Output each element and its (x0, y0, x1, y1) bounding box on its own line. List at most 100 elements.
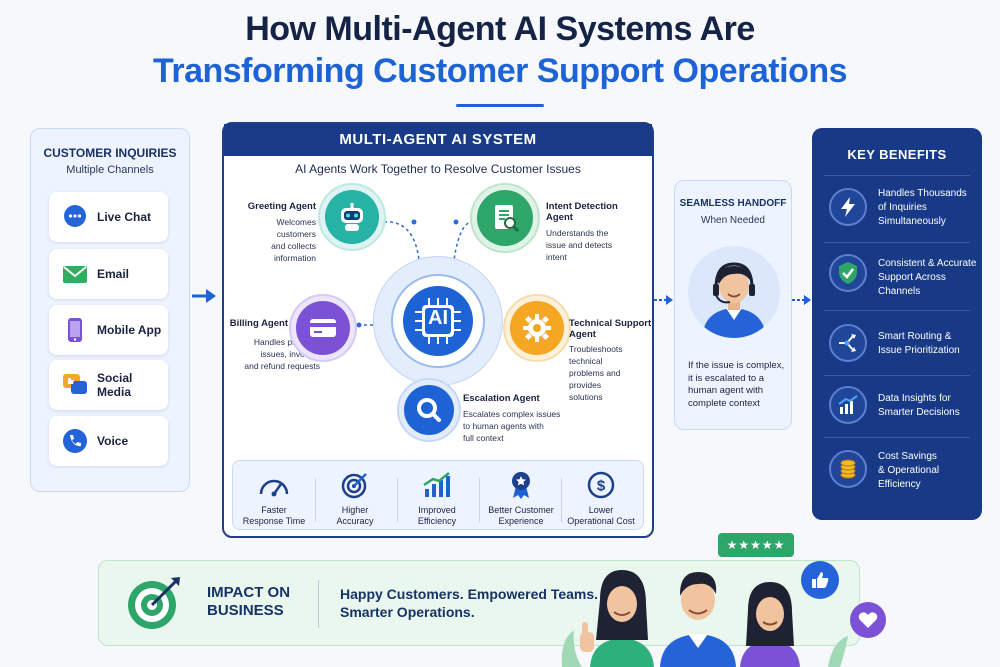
benefit-line: Cost Savings (878, 451, 937, 462)
benefits-divider (824, 310, 970, 311)
metric-label-2: Response Time (242, 516, 306, 526)
target-arrow-icon (124, 573, 184, 633)
svg-text:$: $ (597, 478, 606, 495)
metric-label-2: Efficiency (417, 516, 457, 526)
gear-icon (510, 301, 564, 355)
system-header-bar (224, 124, 652, 156)
chat-icon (61, 203, 89, 231)
core-label: AI (428, 307, 448, 329)
ai-chip-icon (403, 286, 473, 356)
title-underline (456, 104, 544, 107)
agent-name-1: Technical Support (569, 318, 652, 329)
handoff-desc-2: it is escalated to a (688, 372, 765, 384)
handoff-desc-4: complete context (688, 397, 760, 409)
metric-label-1: Improved (418, 505, 456, 515)
agent-desc-1: Troubleshoots technical (569, 344, 623, 366)
billing-agent-name-wrap: Billing Agent (226, 318, 288, 329)
metric-faster-response: Faster Response Time (234, 470, 314, 527)
agent-name: Intent Detection Agent (546, 201, 618, 223)
metric-label-1: Lower (588, 505, 614, 515)
metric-label-2: Accuracy (336, 516, 374, 526)
thumbs-up-icon (801, 561, 839, 599)
metric-label-1: Faster (261, 505, 287, 515)
human-agent-avatar (688, 246, 780, 338)
routing-icon (829, 324, 867, 362)
agent-desc-2: and collects (271, 241, 316, 251)
channel-email: Email (49, 249, 168, 299)
impact-title-line: BUSINESS (207, 602, 284, 619)
benefits-divider (824, 437, 970, 438)
benefit-item-1: Handles Thousands of Inquiries Simultane… (878, 187, 978, 229)
benefit-line: & Operational (878, 465, 940, 476)
benefit-line: Smart Routing & (878, 331, 952, 342)
dashed-arrow-icon (654, 295, 673, 305)
target-icon (315, 470, 395, 500)
document-search-icon (477, 190, 533, 246)
five-star-rating: ★★★★★ (718, 533, 794, 557)
dashed-arrow-icon (792, 295, 811, 305)
title-line-1: How Multi-Agent AI Systems Are (245, 10, 755, 48)
intent-agent-badge (470, 183, 540, 253)
metric-divider (397, 478, 398, 522)
impact-text: Happy Customers. Empowered Teams. Smarte… (340, 585, 600, 621)
channel-label: Email (97, 267, 130, 281)
benefit-line: Efficiency (878, 479, 921, 490)
inquiries-title: CUSTOMER INQUIRIES (43, 146, 177, 160)
metric-divider (561, 478, 562, 522)
benefit-item-4: Data Insights for Smarter Decisions (878, 392, 978, 420)
agent-desc-2: problems and provides (569, 368, 621, 390)
agent-desc-3: full context (463, 433, 504, 443)
billing-agent-text: Handles payment issues, invoices and ref… (226, 336, 320, 372)
system-title: MULTI-AGENT AI SYSTEM (339, 131, 537, 148)
benefit-line: Data Insights for (878, 393, 951, 404)
handoff-description: If the issue is complex, it is escalated… (688, 360, 788, 410)
metric-improved-efficiency: Improved Efficiency (397, 470, 477, 527)
bar-chart-icon (829, 386, 867, 424)
impact-divider (318, 580, 319, 628)
channel-label: Mobile App (97, 323, 162, 337)
heart-icon (850, 602, 886, 638)
metric-label-1: Higher (341, 505, 369, 515)
handoff-title: SEAMLESS HANDOFF (679, 198, 787, 209)
robot-icon (325, 190, 379, 244)
benefit-item-3: Smart Routing & Issue Prioritization (878, 330, 978, 358)
metric-divider (315, 478, 316, 522)
greeting-agent-text: Greeting Agent Welcomes customers and co… (244, 201, 316, 264)
metric-label-1: Better Customer (488, 505, 554, 515)
channel-social-media: Social Media (49, 360, 168, 410)
greeting-agent-badge (318, 183, 386, 251)
agent-name: Greeting Agent (247, 201, 316, 212)
email-icon (61, 260, 89, 288)
channel-label: Live Chat (97, 210, 152, 224)
coins-icon (829, 450, 867, 488)
agent-desc-1: Handles payment (253, 337, 320, 347)
metric-divider (479, 478, 480, 522)
metric-label-2: Experience (498, 516, 544, 526)
benefit-item-5: Cost Savings & Operational Efficiency (878, 450, 978, 492)
benefit-line: Channels (878, 286, 921, 297)
escalation-agent-text: Escalation Agent Escalates complex issue… (463, 393, 563, 444)
inquiries-subtitle: Multiple Channels (66, 164, 154, 176)
happy-team-illustration (561, 570, 848, 667)
metric-better-experience: Better Customer Experience (481, 470, 561, 527)
benefits-divider (824, 175, 970, 176)
agent-desc-3: solutions (569, 392, 603, 402)
impact-text-line: Smarter Operations. (340, 604, 475, 620)
escalation-agent-badge (397, 378, 461, 442)
shield-check-icon (829, 254, 867, 292)
benefit-line: Simultaneously (878, 216, 946, 227)
benefit-line: Handles Thousands (878, 188, 967, 199)
benefit-line: of Inquiries (878, 202, 927, 213)
social-icon (61, 371, 89, 399)
agent-desc-1: Welcomes customers (276, 217, 316, 239)
benefit-line: Consistent & Accurate (878, 258, 977, 269)
award-icon (481, 470, 561, 500)
technical-agent-badge (503, 294, 571, 362)
agent-desc-1: Escalates complex issues (463, 409, 561, 419)
metrics-strip (232, 460, 644, 530)
lightning-icon (829, 188, 867, 226)
agent-desc-3: and refund requests (244, 361, 320, 371)
benefits-title: KEY BENEFITS (847, 147, 947, 162)
handoff-subtitle: When Needed (701, 215, 765, 226)
agent-desc-2: issue and detects (546, 240, 613, 250)
